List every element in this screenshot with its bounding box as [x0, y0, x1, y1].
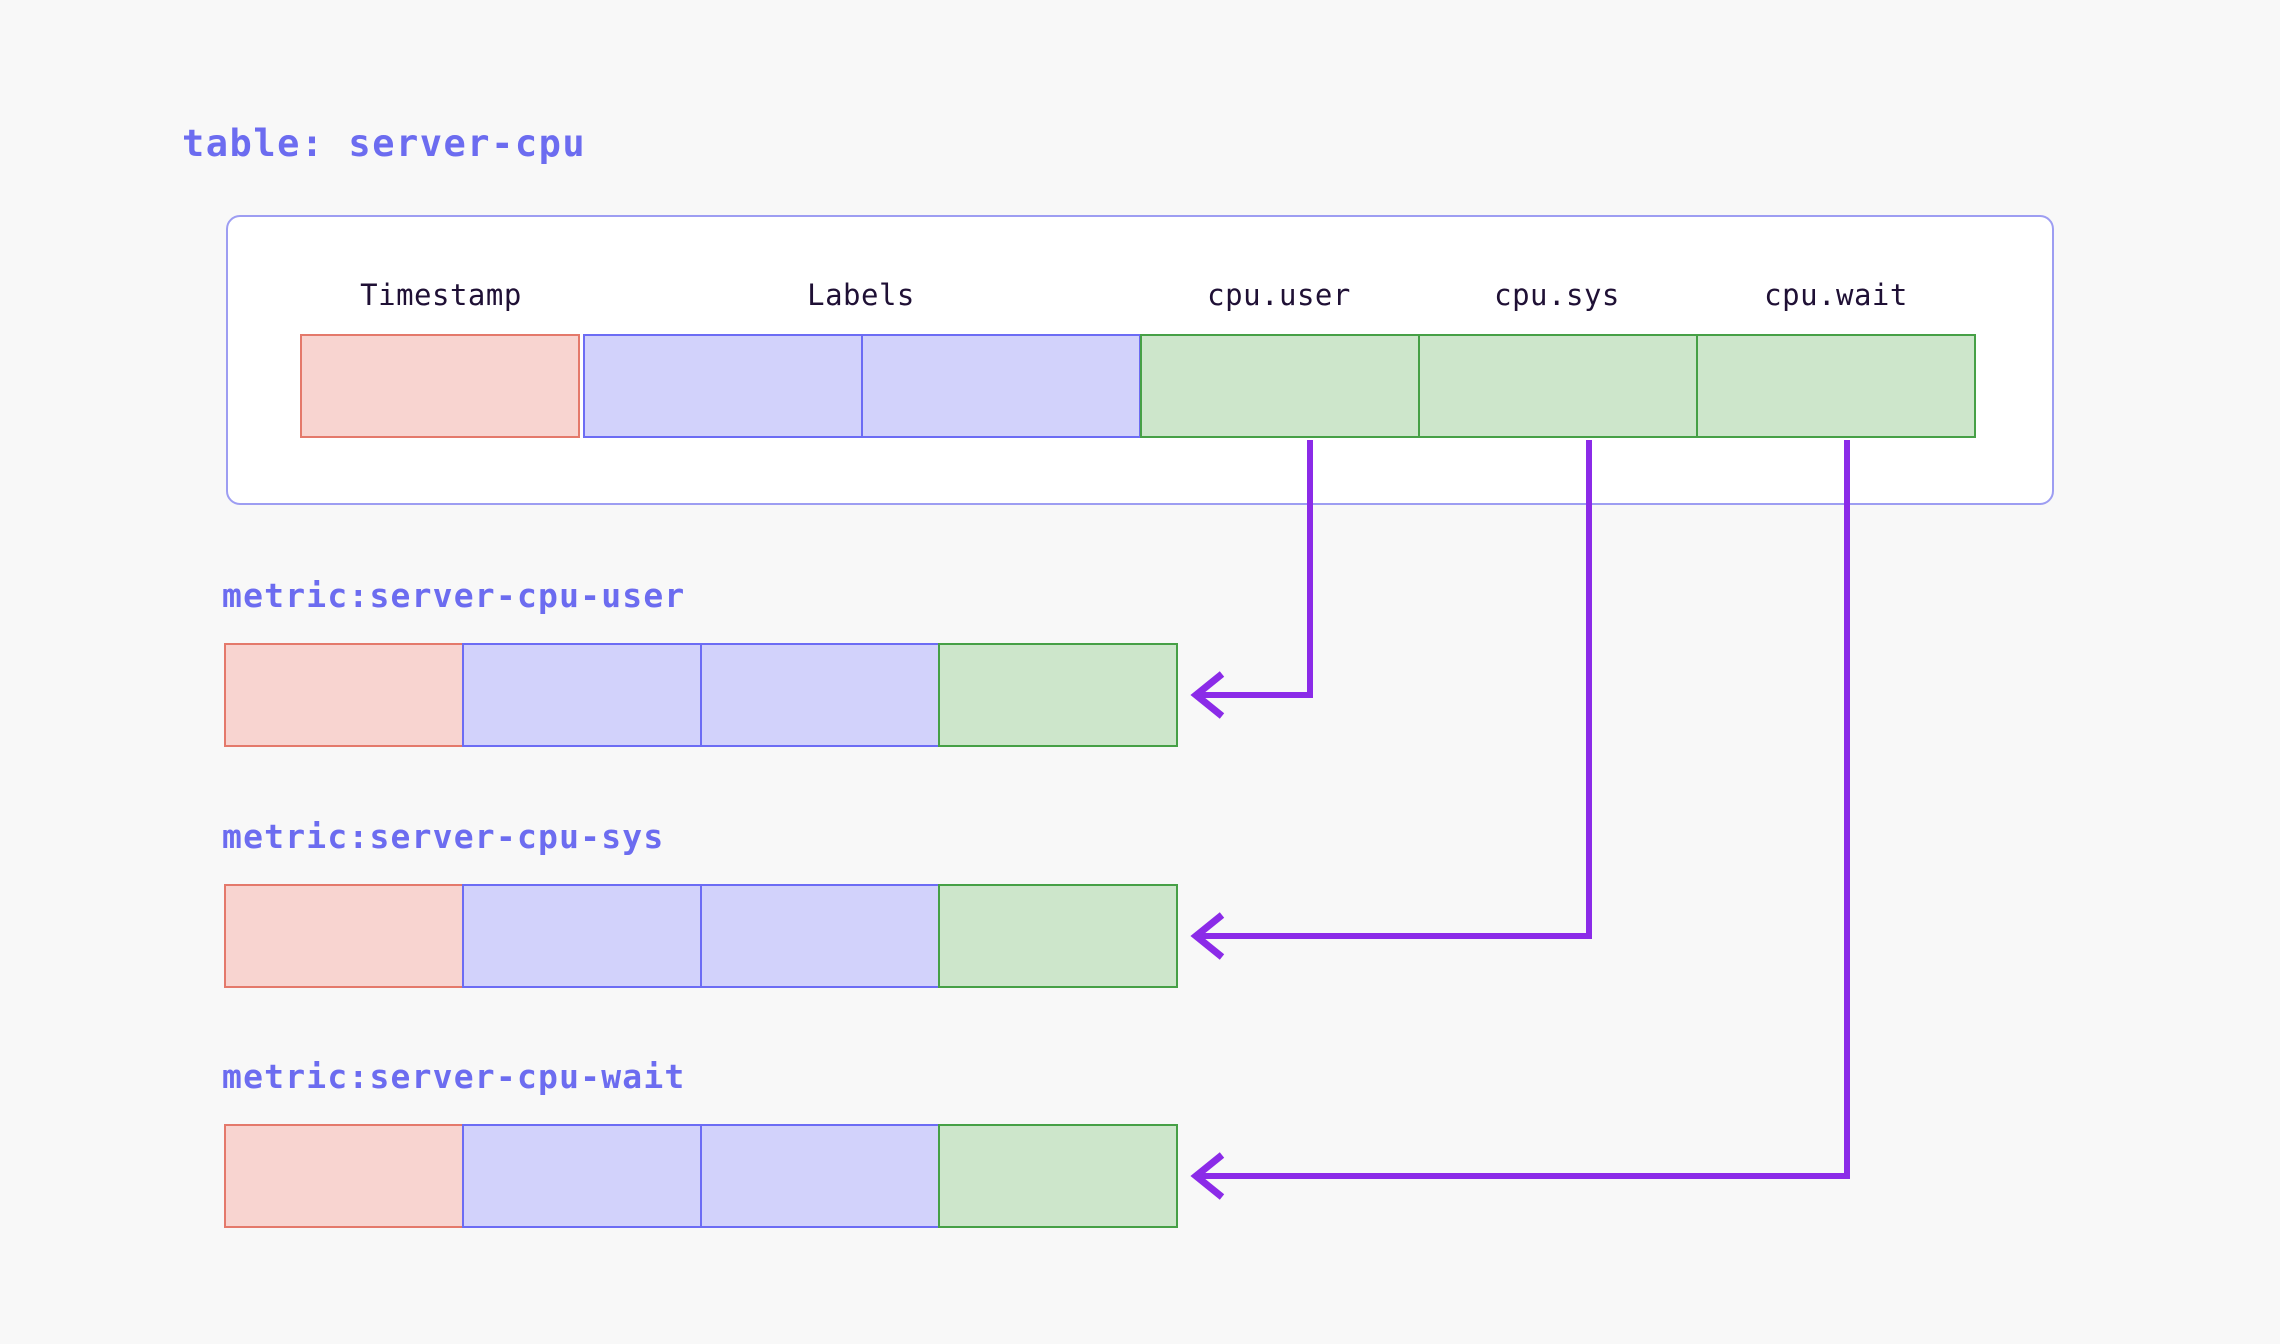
column-header: Timestamp: [360, 278, 522, 312]
page-title: table: server-cpu: [182, 122, 587, 165]
arrow-head-icon: [1190, 1152, 1225, 1200]
metric-cell-labels: [462, 643, 702, 747]
column-header: cpu.wait: [1764, 278, 1908, 312]
table-cell-value: [1418, 334, 1698, 438]
column-header: Labels: [807, 278, 915, 312]
metric-cell-value: [938, 643, 1178, 747]
metric-cell-timestamp: [224, 1124, 464, 1228]
arrow-cpu-sys: [1190, 440, 1592, 960]
table-cell-value: [1140, 334, 1420, 438]
metric-cell-labels: [700, 1124, 940, 1228]
column-header: cpu.sys: [1494, 278, 1620, 312]
table-column-headers: Timestamp Labels cpu.user cpu.sys cpu.wait: [226, 278, 2054, 318]
table-cell-timestamp: [300, 334, 580, 438]
metric-cell-timestamp: [224, 643, 464, 747]
table-cell-value: [1696, 334, 1976, 438]
table-cell-labels: [861, 334, 1141, 438]
metric-cell-labels: [462, 1124, 702, 1228]
column-header: cpu.user: [1207, 278, 1351, 312]
metric-title: metric:server-cpu-wait: [222, 1057, 686, 1096]
metric-cell-timestamp: [224, 884, 464, 988]
metric-cell-labels: [462, 884, 702, 988]
metric-cell-labels: [700, 643, 940, 747]
arrow-head-icon: [1190, 912, 1225, 960]
metric-cell-value: [938, 884, 1178, 988]
arrow-head-icon: [1190, 671, 1225, 719]
metric-cell-value: [938, 1124, 1178, 1228]
metric-title: metric:server-cpu-user: [222, 576, 686, 615]
table-cell-labels: [583, 334, 863, 438]
metric-title: metric:server-cpu-sys: [222, 817, 665, 856]
metric-cell-labels: [700, 884, 940, 988]
arrow-cpu-wait: [1190, 440, 1850, 1200]
